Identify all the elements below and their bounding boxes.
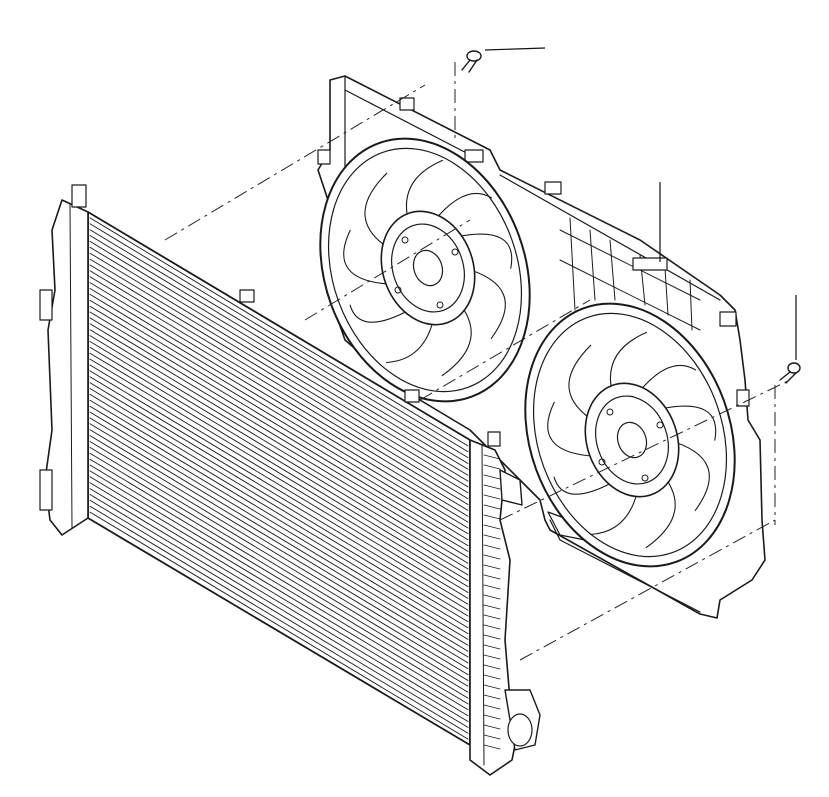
- radiator-fin: [89, 511, 469, 740]
- radiator-fin: [89, 235, 469, 464]
- radiator-fin: [89, 411, 469, 640]
- radiator-fin: [89, 446, 469, 676]
- tank-rib: [483, 534, 501, 540]
- fan-blade: [343, 229, 395, 285]
- tank-rib: [483, 564, 501, 570]
- radiator-fin: [89, 311, 469, 541]
- radiator-fin: [89, 370, 469, 599]
- tank-rib: [483, 524, 501, 530]
- radiator-fin: [89, 329, 469, 558]
- fan-blade: [463, 267, 506, 339]
- radiator-fin: [89, 476, 469, 705]
- fan-blade: [433, 192, 493, 222]
- tank-rib: [483, 714, 501, 720]
- fan-blade: [637, 364, 697, 394]
- radiator-fin: [89, 352, 469, 582]
- radiator-fin: [89, 399, 469, 629]
- fan-right: [524, 302, 736, 568]
- tank-rib: [483, 634, 501, 640]
- radiator-fin: [89, 305, 469, 535]
- tank-rib: [483, 684, 501, 690]
- radiator-fin: [89, 252, 469, 482]
- radiator-fin: [89, 452, 469, 681]
- radiator-fin: [89, 293, 469, 523]
- tank-rib: [483, 594, 501, 600]
- radiator-fin: [89, 299, 469, 529]
- tank-rib: [483, 734, 501, 740]
- fan-blade: [455, 233, 513, 269]
- alignment-lines: [164, 62, 791, 661]
- radiator-fin: [89, 423, 469, 652]
- radiator-fin: [89, 458, 469, 687]
- tank-rib: [483, 624, 501, 630]
- radiator-fin: [89, 240, 469, 470]
- radiator-fin: [89, 217, 469, 447]
- tank-rib: [483, 574, 501, 580]
- tank-rib: [483, 554, 501, 560]
- radiator-fin: [89, 376, 469, 605]
- radiator: [39, 184, 541, 776]
- tank-rib: [483, 484, 501, 490]
- tank-rib: [483, 514, 501, 520]
- radiator-fin: [89, 288, 469, 517]
- tank-rib: [483, 614, 501, 620]
- radiator-fin: [89, 264, 469, 494]
- radiator-fin: [89, 364, 469, 593]
- fan-blade: [553, 476, 615, 495]
- radiator-fin: [89, 505, 469, 734]
- fan-blade: [349, 304, 411, 323]
- radiator-fin: [89, 470, 469, 699]
- radiator-fin: [89, 388, 469, 617]
- tank-rib: [483, 584, 501, 590]
- radiator-fin: [89, 435, 469, 664]
- tank-rib: [483, 644, 501, 650]
- tank-rib: [483, 494, 501, 500]
- bolt-right: [779, 362, 801, 384]
- radiator-fin: [89, 270, 469, 500]
- radiator-fin: [89, 488, 469, 717]
- radiator-fin: [89, 276, 469, 505]
- tank-rib: [483, 674, 501, 680]
- radiator-fin: [89, 417, 469, 646]
- radiator-fin: [89, 358, 469, 588]
- radiator-fin: [89, 317, 469, 547]
- radiator-fin: [89, 223, 469, 453]
- radiator-fin: [89, 405, 469, 635]
- tank-rib: [483, 724, 501, 730]
- radiator-fin: [89, 346, 469, 576]
- radiator-fin: [89, 393, 469, 623]
- fan-blade: [659, 405, 717, 441]
- radiator-fin: [89, 429, 469, 658]
- fan-blade: [547, 401, 599, 457]
- tank-rib: [483, 504, 501, 510]
- bolt-top: [461, 50, 482, 73]
- tank-rib: [483, 664, 501, 670]
- leader-lines: [484, 47, 797, 360]
- tank-rib: [483, 604, 501, 610]
- radiator-fin: [89, 482, 469, 711]
- radiator-fin: [89, 323, 469, 552]
- radiator-fin: [89, 282, 469, 511]
- radiator-fin: [89, 335, 469, 564]
- tank-rib: [483, 654, 501, 660]
- tank-rib: [483, 694, 501, 700]
- radiator-fin: [89, 246, 469, 476]
- radiator-fin: [89, 441, 469, 670]
- tank-rib: [483, 454, 501, 460]
- radiator-fin: [89, 258, 469, 488]
- radiator-fin: [89, 499, 469, 728]
- tank-rib: [483, 704, 501, 710]
- radiator-fin: [89, 382, 469, 611]
- radiator-fin: [89, 229, 469, 459]
- radiator-fin: [89, 494, 469, 722]
- tank-rib: [483, 744, 501, 750]
- radiator-fin: [89, 464, 469, 693]
- fan-blade: [667, 439, 710, 511]
- tank-rib: [483, 544, 501, 550]
- tank-rib: [483, 464, 501, 470]
- radiator-fin: [89, 341, 469, 570]
- tank-rib: [483, 474, 501, 480]
